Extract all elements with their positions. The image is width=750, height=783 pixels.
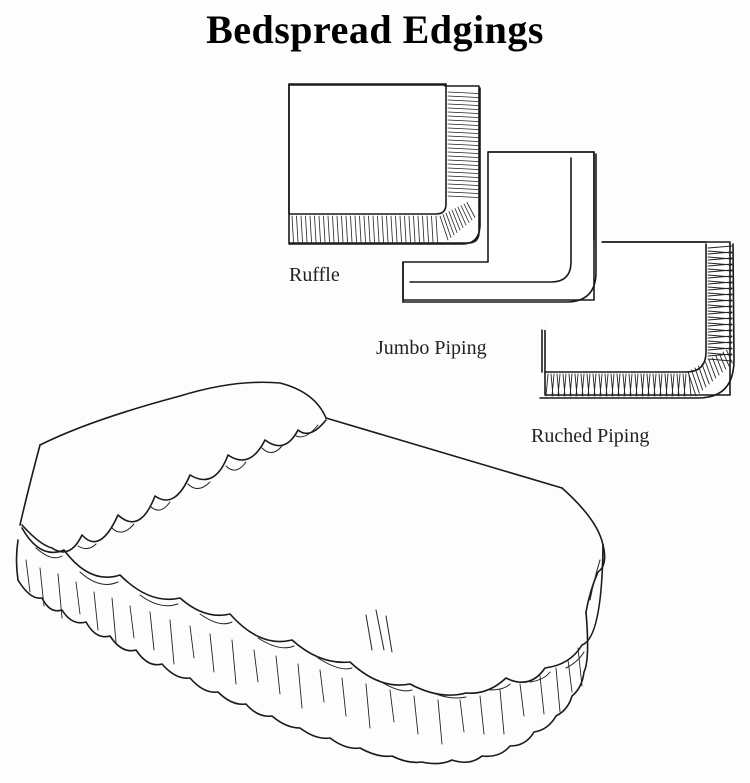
label-jumbo-piping: Jumbo Piping [376, 337, 487, 359]
ruched-band-vertical [707, 245, 733, 362]
jumbo-piping-swatch [402, 151, 597, 303]
bedspread-skirt-folds [25, 559, 583, 745]
ruffle-band-vertical [447, 91, 479, 198]
ruched-band-horizontal [545, 349, 733, 397]
label-ruffle: Ruffle [289, 264, 340, 286]
bedspread-drawing [15, 381, 606, 765]
ruffle-band-horizontal [291, 202, 476, 243]
label-ruched-piping: Ruched Piping [531, 425, 650, 447]
ruffle-swatch [288, 83, 481, 245]
page-title: Bedspread Edgings [206, 7, 544, 52]
